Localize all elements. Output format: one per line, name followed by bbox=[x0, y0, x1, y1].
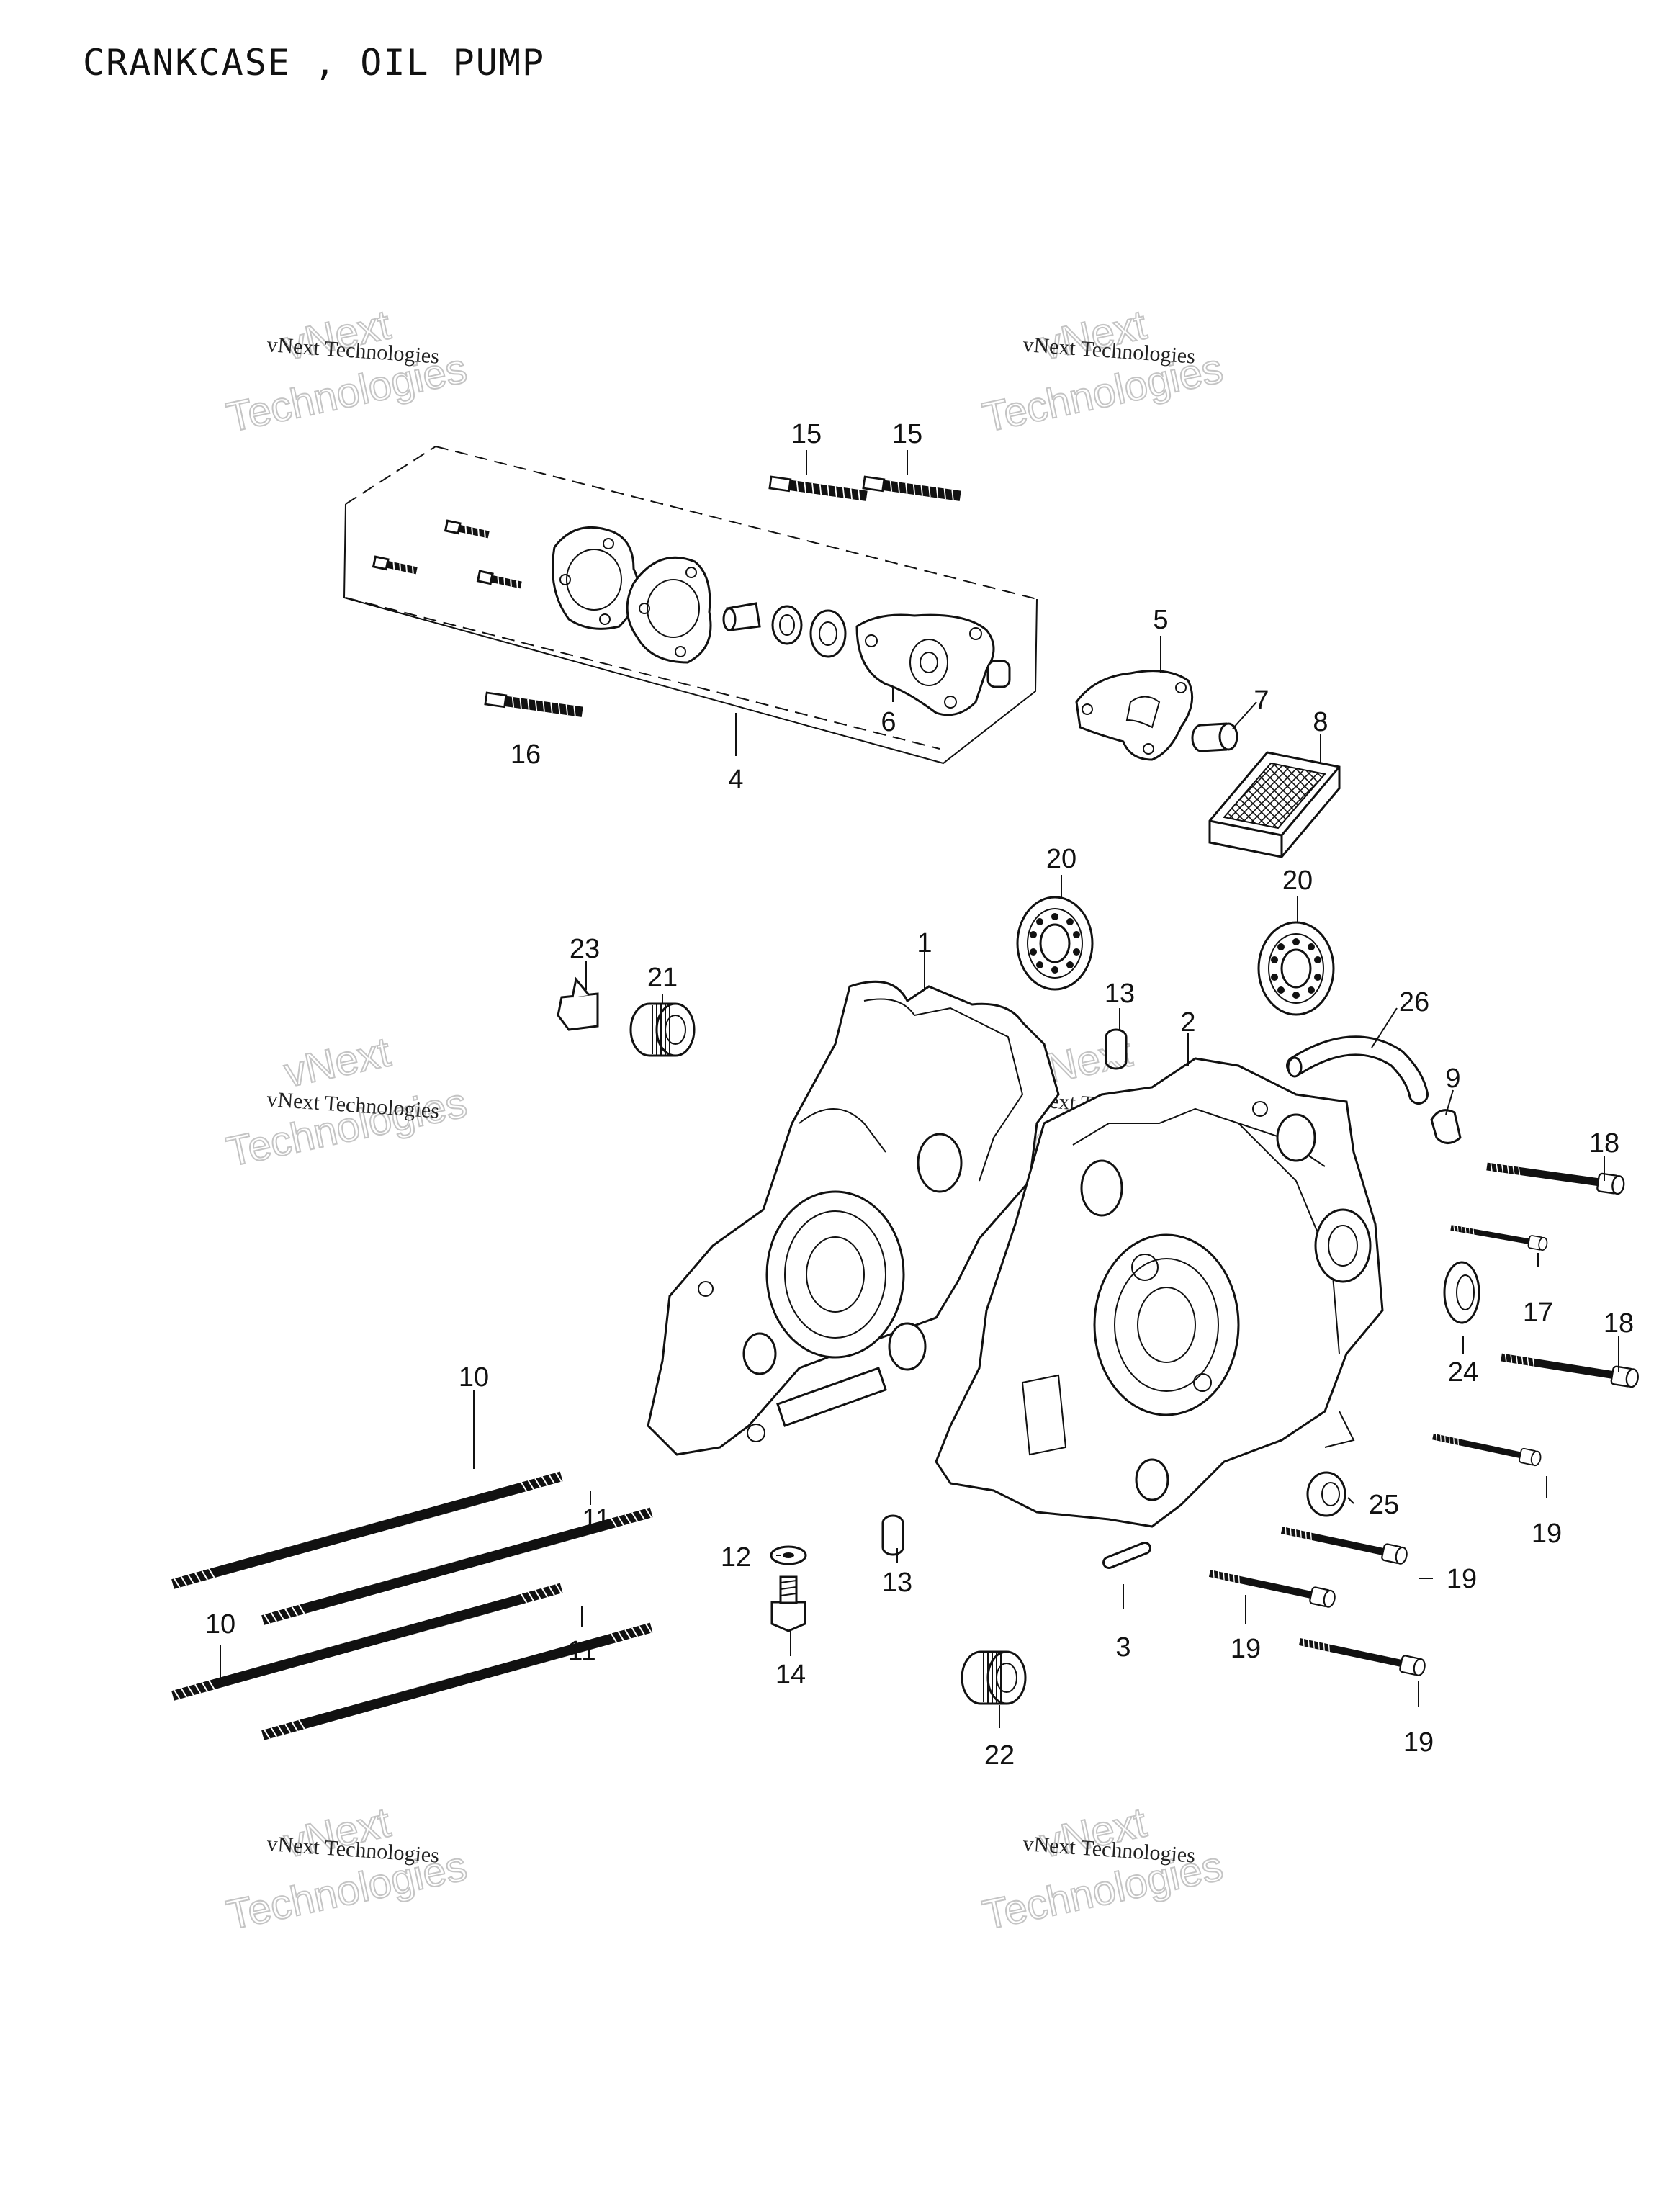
pump-cover bbox=[1075, 670, 1194, 761]
callout-7: 7 bbox=[1254, 685, 1269, 716]
bolt-19-upper bbox=[1431, 1429, 1542, 1466]
callout-12: 12 bbox=[721, 1542, 751, 1573]
callout-1: 1 bbox=[917, 928, 932, 958]
callout-22: 22 bbox=[984, 1740, 1015, 1771]
callout-19-upper: 19 bbox=[1532, 1519, 1562, 1549]
needle-bearing-22 bbox=[961, 1650, 1027, 1705]
bolt-19-middle bbox=[1280, 1522, 1408, 1565]
callout-16: 16 bbox=[511, 739, 541, 770]
callout-14: 14 bbox=[775, 1660, 806, 1690]
drain-bolt-14 bbox=[770, 1575, 806, 1632]
crankcase-left-half bbox=[647, 980, 1060, 1456]
washer-12 bbox=[770, 1545, 807, 1565]
watermark-bottom-right: vNext Technologies vNext Technologies bbox=[978, 1798, 1228, 1939]
callout-10-lower: 10 bbox=[205, 1609, 235, 1640]
oil-pump-assembly bbox=[343, 446, 1038, 765]
diagram-title: CRANKCASE , OIL PUMP bbox=[83, 42, 546, 84]
callout-17: 17 bbox=[1523, 1298, 1553, 1328]
callout-13-top: 13 bbox=[1105, 979, 1135, 1009]
leader-lines bbox=[220, 450, 1619, 1728]
callout-19-lower-left: 19 bbox=[1231, 1634, 1261, 1664]
bolt-16 bbox=[485, 693, 583, 718]
callout-13-bottom: 13 bbox=[882, 1568, 912, 1598]
callout-15-left: 15 bbox=[791, 419, 822, 449]
oil-filter-screen bbox=[1208, 751, 1341, 858]
callout-20-left: 20 bbox=[1046, 844, 1076, 874]
bolt-15-left bbox=[770, 477, 868, 502]
callout-8: 8 bbox=[1313, 707, 1328, 737]
stud-10-lower bbox=[171, 1583, 562, 1701]
callout-20-right: 20 bbox=[1282, 866, 1313, 896]
bolt-15-right bbox=[863, 477, 961, 502]
callout-18-bottom: 18 bbox=[1604, 1308, 1634, 1339]
callout-26: 26 bbox=[1399, 987, 1429, 1017]
bolt-19-lower-left bbox=[1208, 1565, 1336, 1608]
watermark-bottom-left: vNext Technologies vNext Technologies bbox=[222, 1798, 472, 1939]
oil-seal-24 bbox=[1443, 1261, 1480, 1324]
callout-25: 25 bbox=[1369, 1490, 1399, 1520]
callout-6: 6 bbox=[881, 707, 896, 737]
watermark-top-right: vNext Technologies vNext Technologies bbox=[978, 300, 1228, 441]
bearing-20-left bbox=[1016, 896, 1094, 991]
callout-11-lower: 11 bbox=[567, 1636, 595, 1666]
callout-3: 3 bbox=[1115, 1632, 1130, 1663]
watermark-top-left: vNext Technologies vNext Technologies bbox=[222, 300, 472, 441]
callout-23: 23 bbox=[570, 934, 600, 964]
clip-23 bbox=[557, 976, 599, 1031]
bearing-20-right bbox=[1257, 921, 1335, 1016]
callout-24: 24 bbox=[1448, 1357, 1478, 1388]
oil-seal-25 bbox=[1306, 1471, 1346, 1517]
dowel-pin-13-bottom bbox=[881, 1514, 904, 1556]
callout-11-upper: 11 bbox=[582, 1504, 610, 1534]
callout-2: 2 bbox=[1180, 1007, 1195, 1038]
clamp-9 bbox=[1430, 1109, 1462, 1144]
needle-bearing-21 bbox=[629, 1002, 696, 1057]
callout-21: 21 bbox=[647, 963, 678, 993]
collar bbox=[1191, 722, 1238, 752]
bolt-17 bbox=[1449, 1221, 1547, 1251]
bolt-19-bottom bbox=[1298, 1634, 1426, 1676]
callout-4: 4 bbox=[728, 765, 743, 795]
callout-labels: 15 15 16 4 5 6 7 8 20 20 23 21 1 13 2 26… bbox=[205, 419, 1634, 1771]
callout-10-upper: 10 bbox=[459, 1362, 489, 1393]
callout-19-middle: 19 bbox=[1447, 1564, 1477, 1594]
stud-10-upper bbox=[171, 1472, 562, 1589]
callout-19-bottom: 19 bbox=[1403, 1727, 1434, 1758]
svg-text:vNext: vNext bbox=[280, 1028, 395, 1096]
crankcase-right-half bbox=[935, 1057, 1384, 1528]
callout-15-right: 15 bbox=[892, 419, 922, 449]
watermark-mid-left: vNext Technologies vNext Technologies bbox=[222, 1028, 472, 1176]
callout-9: 9 bbox=[1445, 1064, 1460, 1094]
callout-5: 5 bbox=[1153, 605, 1168, 635]
callout-18-top: 18 bbox=[1589, 1128, 1619, 1159]
